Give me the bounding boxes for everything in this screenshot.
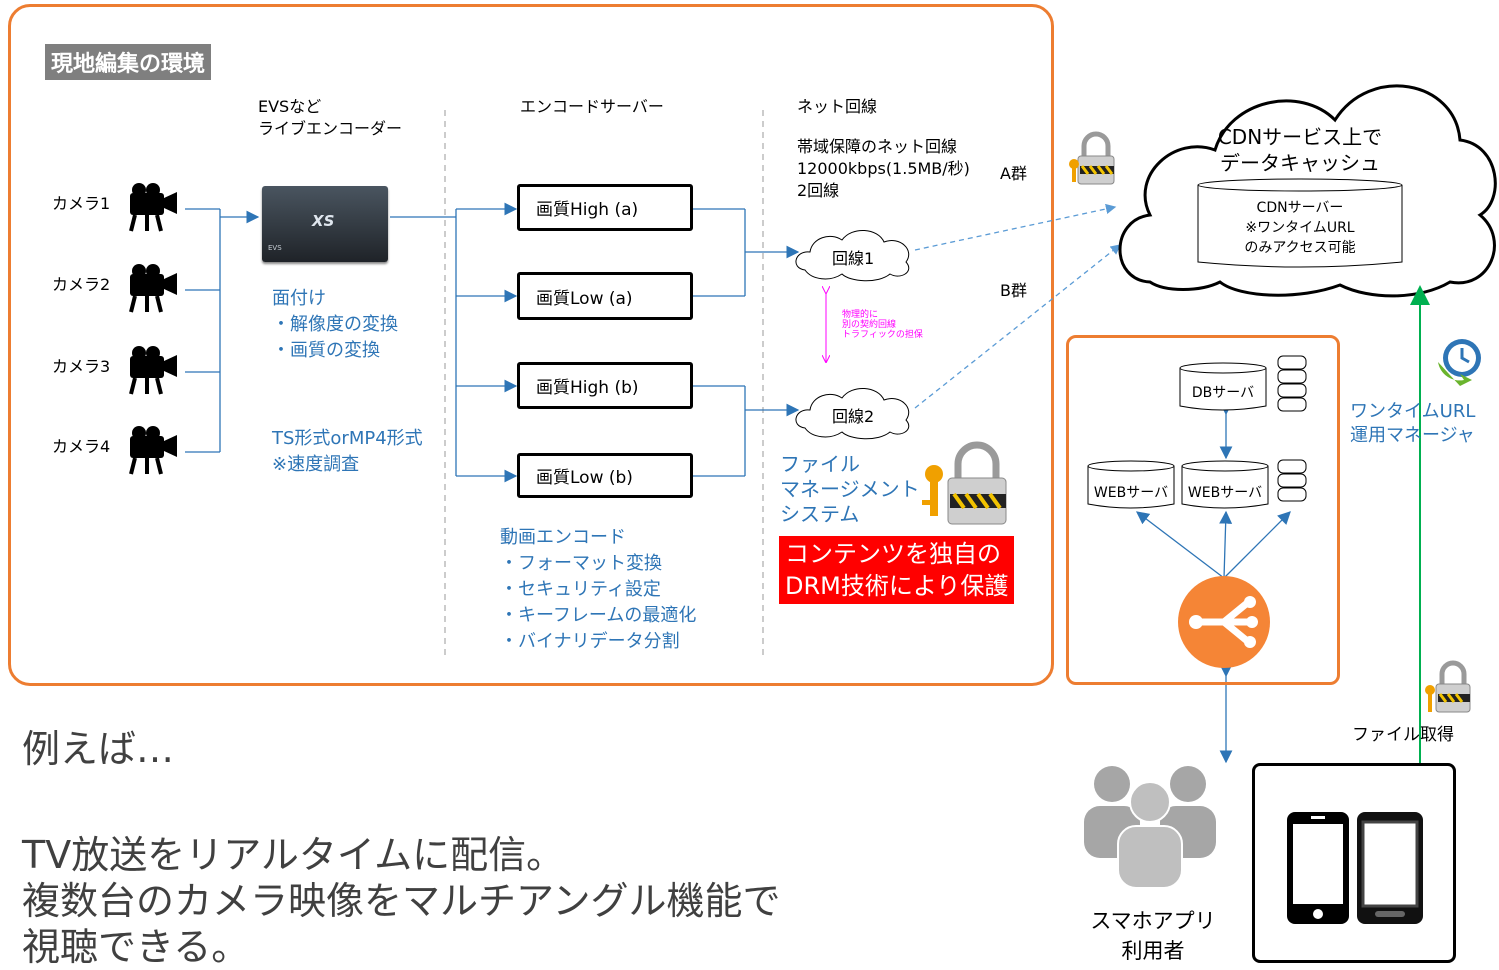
lock-icon	[1069, 131, 1115, 185]
smartphone-box	[1252, 763, 1456, 963]
quality-high-b-box: 画質High (b)	[517, 362, 693, 409]
camera-icon	[129, 183, 177, 232]
encode-note-4: ・バイナリデータ分割	[500, 631, 680, 652]
file-get-label: ファイル取得	[1352, 725, 1454, 745]
physical-note-1: 物理的に	[842, 310, 879, 320]
physical-note: 物理的に 別の契約回線 トラフィックの担保	[842, 310, 923, 340]
group-b-label: B群	[1000, 281, 1027, 300]
file-mgmt-1: ファイル	[780, 452, 860, 476]
camera-1-label: カメラ1	[52, 194, 111, 213]
site-environment-frame	[8, 4, 1054, 686]
drm-line-2: DRM技術により保護	[785, 572, 1009, 600]
encoder-note-1: ・解像度の変換	[272, 314, 398, 335]
file-mgmt-2: マネージメント	[780, 477, 920, 501]
drm-banner: コンテンツを独自の DRM技術により保護	[779, 536, 1015, 604]
onetime-manager-1: ワンタイムURL	[1350, 401, 1476, 422]
col1-header-line1: EVSなど	[258, 97, 322, 116]
web-system-frame	[1066, 335, 1340, 685]
camera-icon	[129, 426, 177, 475]
site-environment-title: 現地編集の環境	[45, 44, 212, 80]
db-server-label: DBサーバ	[1191, 385, 1255, 401]
encode-note-2: ・セキュリティ設定	[500, 579, 661, 600]
smartphone-icon	[1287, 812, 1423, 924]
drm-line-1: コンテンツを独自の	[785, 540, 1001, 568]
evs-device-label: XS	[312, 212, 335, 230]
camera-3-label: カメラ3	[52, 357, 111, 376]
evs-encoder-device: XS EVS	[262, 186, 388, 262]
web-server-2-label: WEBサーバ	[1187, 485, 1263, 501]
example-line-1: TV放送をリアルタイムに配信。	[22, 833, 565, 877]
lock-icon	[1425, 660, 1471, 713]
users-icon	[1084, 766, 1216, 889]
lock-icon	[922, 441, 1007, 525]
encode-note-1: ・フォーマット変換	[500, 553, 662, 574]
cdn-server-3: のみアクセス可能	[1244, 240, 1356, 256]
database-icon	[1087, 355, 1307, 509]
file-mgmt-3: システム	[780, 502, 860, 526]
cdn-server: CDNサーバー ※ワンタイムURL のみアクセス可能	[1200, 198, 1400, 258]
col3-header: ネット回線	[797, 97, 878, 116]
camera-icon	[129, 264, 177, 313]
col2-header: エンコードサーバー	[520, 97, 664, 116]
line-spec-2: 12000kbps(1.5MB/秒)	[797, 159, 970, 178]
cdn-title: CDNサービス上で データキャッシュ	[1180, 124, 1420, 176]
format-note-1: TS形式orMP4形式	[272, 428, 423, 449]
camera-2-label: カメラ2	[52, 275, 111, 294]
format-note-2: ※速度調査	[272, 454, 360, 475]
example-lead: 例えば…	[22, 727, 175, 771]
col1-header-line2: ライブエンコーダー	[258, 119, 403, 138]
line-spec-3: 2回線	[797, 181, 840, 200]
encoder-note-title: 面付け	[272, 288, 326, 309]
example-line-3: 視聴できる。	[22, 925, 250, 969]
cdn-server-2: ※ワンタイムURL	[1245, 220, 1355, 236]
onetime-manager-2: 運用マネージャ	[1350, 425, 1475, 446]
app-users-1: スマホアプリ	[1090, 909, 1216, 933]
cdn-title-1: CDNサービス上で	[1217, 125, 1383, 149]
group-a-label: A群	[1000, 164, 1027, 183]
cdn-server-1: CDNサーバー	[1256, 200, 1344, 216]
app-users-label: スマホアプリ 利用者	[1068, 906, 1238, 966]
quality-low-a-box: 画質Low (a)	[517, 272, 693, 320]
physical-note-2: 別の契約回線	[842, 320, 897, 330]
app-users-2: 利用者	[1121, 939, 1185, 963]
line2-label: 回線2	[832, 407, 875, 426]
encode-note-title: 動画エンコード	[500, 527, 626, 548]
physical-note-3: トラフィックの担保	[842, 330, 923, 340]
quality-high-a-box: 画質High (a)	[517, 184, 693, 231]
line1-label: 回線1	[832, 249, 875, 268]
encoder-note-2: ・画質の変換	[272, 340, 380, 361]
cdn-title-2: データキャッシュ	[1220, 151, 1380, 175]
example-line-2: 複数台のカメラ映像をマルチアングル機能で	[22, 879, 781, 923]
camera-4-label: カメラ4	[52, 437, 111, 456]
encode-note-3: ・キーフレームの最適化	[500, 605, 697, 626]
quality-low-b-box: 画質Low (b)	[517, 453, 693, 498]
evs-brand-label: EVS	[268, 244, 282, 252]
web-server-1-label: WEBサーバ	[1093, 485, 1169, 501]
load-balancer-icon	[1178, 576, 1270, 668]
clock-icon	[1438, 339, 1481, 386]
line-spec-1: 帯域保障のネット回線	[797, 137, 958, 156]
camera-icon	[129, 346, 177, 395]
